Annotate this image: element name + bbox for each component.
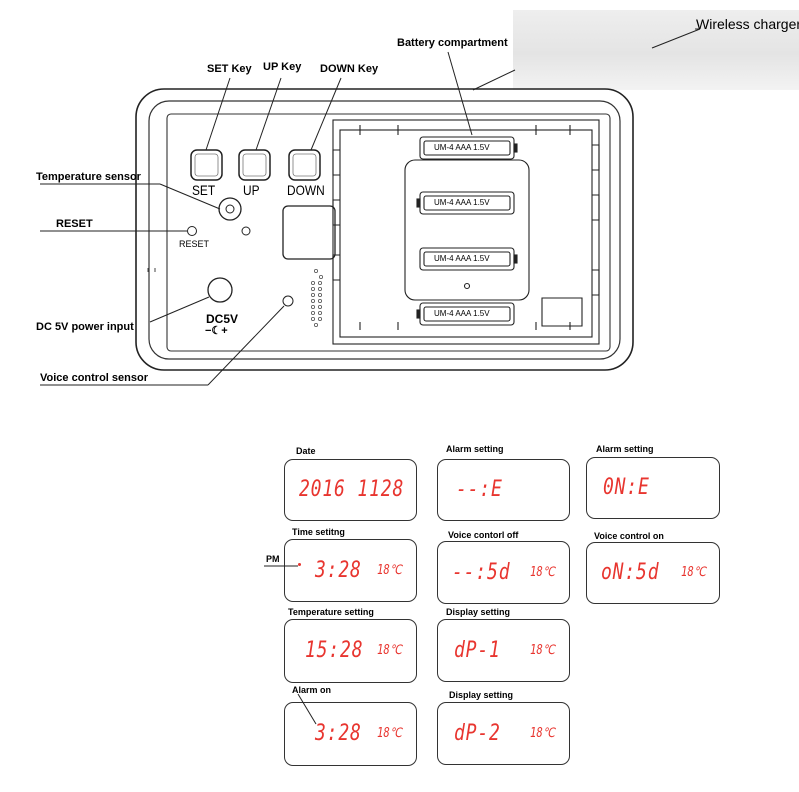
- polarity-label: −☾+: [205, 325, 228, 337]
- set-key: [190, 149, 223, 181]
- callout-dc-power-input: DC 5V power input: [36, 321, 134, 333]
- display-digits: 15:28: [305, 638, 364, 663]
- battery-label: UM-4 AAA 1.5V: [434, 254, 490, 263]
- pm-indicator-dot: [298, 563, 301, 566]
- panel-title: Voice contorl off: [448, 530, 519, 540]
- battery-label: UM-4 AAA 1.5V: [434, 198, 490, 207]
- display-digits: dP-2: [454, 721, 501, 746]
- display-panel-display-setting-1: dP-1 18℃: [437, 619, 570, 682]
- display-temperature: 18℃: [377, 563, 402, 578]
- set-key-label: SET: [192, 182, 216, 198]
- dc5v-label: DC5V: [206, 312, 239, 326]
- display-digits: --:E: [456, 477, 503, 502]
- callout-temperature-sensor: Temperature sensor: [36, 171, 141, 183]
- display-panel-alarm-setting-1: --:E: [437, 459, 570, 521]
- callout-wireless-charger: Wireless charger: [696, 16, 799, 32]
- display-digits: 0N:E: [603, 475, 650, 500]
- callout-set-key: SET Key: [207, 63, 252, 75]
- down-key-label: DOWN: [287, 182, 325, 198]
- panel-title: Date: [296, 446, 316, 456]
- panel-title: Display setting: [449, 690, 514, 700]
- display-digits: oN:5d: [601, 560, 660, 585]
- display-panel-display-setting-2: dP-2 18℃: [437, 702, 570, 765]
- display-panel-time-setting: 3:28 18℃: [284, 539, 417, 602]
- panel-title: Alarm setting: [596, 444, 654, 454]
- reset-hole-label: RESET: [179, 239, 210, 249]
- display-temperature: 18℃: [681, 565, 706, 580]
- down-key: [288, 149, 321, 181]
- battery-compartment: [332, 119, 600, 345]
- up-key-label: UP: [243, 182, 260, 198]
- callout-battery-compartment: Battery compartment: [397, 37, 508, 49]
- callout-up-key: UP Key: [263, 61, 302, 73]
- callout-reset: RESET: [56, 218, 93, 230]
- panel-title: Alarm on: [292, 685, 332, 695]
- wireless-charger-photo: [513, 10, 799, 90]
- battery-cells: [416, 136, 518, 326]
- display-panel-alarm-on: 3:28 18℃: [284, 702, 417, 766]
- panel-title: Voice control on: [594, 531, 664, 541]
- display-panel-alarm-setting-2: 0N:E: [586, 457, 720, 519]
- up-key: [238, 149, 271, 181]
- display-temperature: 18℃: [530, 643, 555, 658]
- display-temperature: 18℃: [530, 565, 555, 580]
- display-panel-voice-control-off: --:5d 18℃: [437, 541, 570, 604]
- callout-down-key: DOWN Key: [320, 63, 379, 75]
- pm-leader-line: [264, 565, 298, 567]
- display-digits: dP-1: [454, 638, 501, 663]
- alarm-on-leader-line: [297, 693, 317, 725]
- battery-label: UM-4 AAA 1.5V: [434, 143, 490, 152]
- display-digits: 2016 1128: [299, 477, 405, 502]
- panel-title: Temperature setting: [288, 607, 374, 617]
- callout-voice-control-sensor: Voice control sensor: [40, 372, 148, 384]
- panel-title: Display setting: [446, 607, 511, 617]
- display-digits: --:5d: [452, 560, 511, 585]
- pm-label: PM: [266, 554, 280, 564]
- display-digits: 3:28: [315, 558, 362, 583]
- battery-label: UM-4 AAA 1.5V: [434, 309, 490, 318]
- display-temperature: 18℃: [377, 726, 402, 741]
- display-digits: 3:28: [315, 721, 362, 746]
- display-panel-date: 2016 1128: [284, 459, 417, 521]
- panel-title: Time setitng: [292, 527, 345, 537]
- panel-title: Alarm setting: [446, 444, 504, 454]
- display-temperature: 18℃: [530, 726, 555, 741]
- display-temperature: 18℃: [377, 643, 402, 658]
- display-panel-temperature-setting: 15:28 18℃: [284, 619, 417, 683]
- display-panel-voice-control-on: oN:5d 18℃: [586, 542, 720, 604]
- device-diagram: [40, 28, 701, 386]
